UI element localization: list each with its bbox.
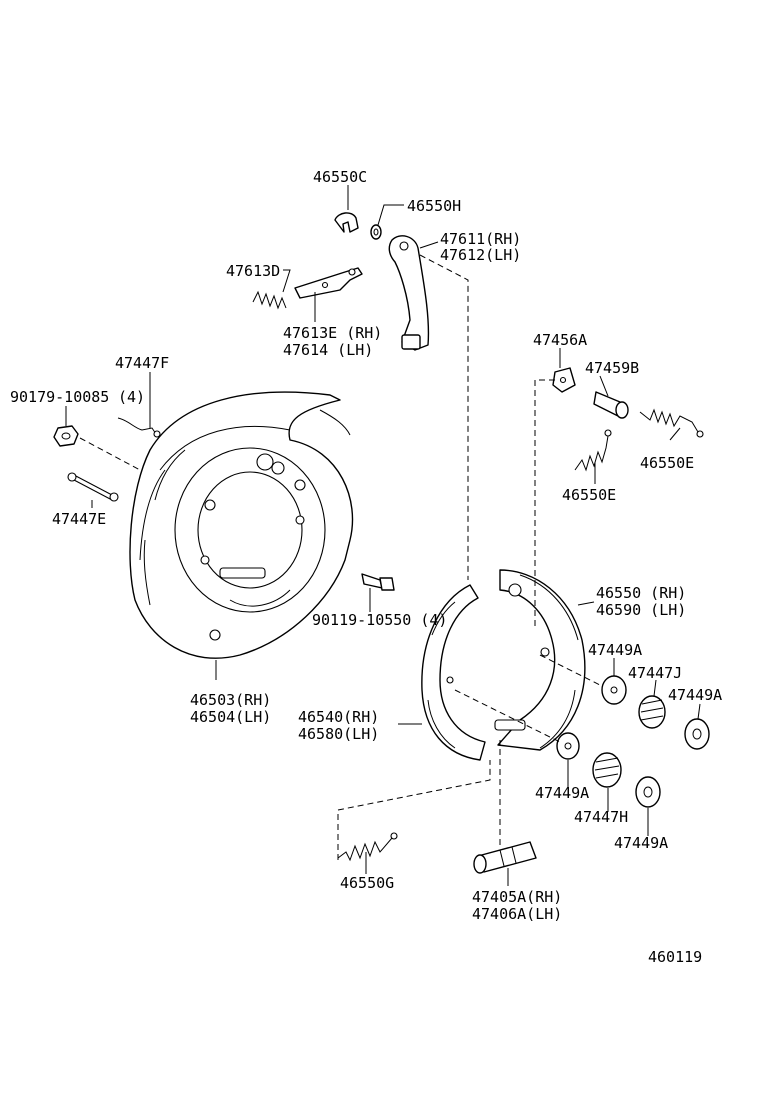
pin-47459b[interactable] bbox=[593, 391, 629, 419]
label-46590: 46590 (LH) bbox=[596, 601, 686, 619]
pin-47447e[interactable] bbox=[67, 472, 119, 502]
plate-47456a[interactable] bbox=[552, 367, 576, 393]
label-90179-qty: (4) bbox=[118, 388, 145, 406]
label-47449a-3: 47449A bbox=[535, 784, 589, 802]
brake-shoe[interactable] bbox=[421, 569, 586, 761]
leader-line bbox=[282, 269, 291, 293]
leader-line bbox=[577, 601, 595, 606]
label-47456a: 47456A bbox=[533, 331, 587, 349]
label-47447h: 47447H bbox=[574, 808, 628, 826]
label-90179-10085: 90179-10085 bbox=[10, 388, 109, 406]
label-46550: 46550 (RH) bbox=[596, 584, 686, 602]
label-46550c: 46550C bbox=[313, 168, 367, 186]
assembly-line bbox=[419, 254, 469, 580]
label-47447f: 47447F bbox=[115, 354, 169, 372]
assembly-line bbox=[534, 379, 555, 630]
cup-47449a-4[interactable] bbox=[635, 776, 661, 808]
strut-47613e[interactable] bbox=[294, 267, 363, 299]
cup-47449a-2[interactable] bbox=[684, 718, 710, 750]
nut-90179-10085[interactable] bbox=[53, 425, 79, 447]
spring-46550e-lower[interactable] bbox=[574, 429, 612, 472]
label-47447e: 47447E bbox=[52, 510, 106, 528]
clip-46550c[interactable] bbox=[334, 212, 359, 233]
backing-plate[interactable] bbox=[129, 391, 354, 659]
leader-line bbox=[377, 204, 404, 226]
label-46503: 46503(RH) bbox=[190, 691, 271, 709]
spring-47447h[interactable] bbox=[592, 752, 622, 788]
spring-46550g[interactable] bbox=[337, 832, 398, 862]
spring-47613d[interactable] bbox=[252, 290, 287, 310]
assembly-line bbox=[539, 654, 601, 686]
label-47614: 47614 (LH) bbox=[283, 341, 373, 359]
diagram-id: 460119 bbox=[648, 948, 702, 966]
leader-line bbox=[669, 427, 681, 441]
label-46550e-lower: 46550E bbox=[562, 486, 616, 504]
cup-47449a-1[interactable] bbox=[601, 675, 627, 705]
assembly-line bbox=[337, 760, 491, 860]
assembly-line bbox=[79, 437, 141, 471]
label-46550h: 46550H bbox=[407, 197, 461, 215]
washer-46550h[interactable] bbox=[370, 224, 382, 240]
leader-line bbox=[419, 241, 439, 249]
spring-47447j[interactable] bbox=[638, 695, 666, 729]
label-46504: 46504(LH) bbox=[190, 708, 271, 726]
label-47405a: 47405A(RH) bbox=[472, 888, 562, 906]
bolt-90119-10550[interactable] bbox=[361, 573, 395, 591]
label-47449a-1: 47449A bbox=[588, 641, 642, 659]
label-47613d: 47613D bbox=[226, 262, 280, 280]
label-47611: 47611(RH) bbox=[440, 230, 521, 248]
adjuster-47405a[interactable] bbox=[473, 841, 537, 874]
leader-line bbox=[653, 679, 657, 697]
label-90119-10550: 90119-10550 (4) bbox=[312, 611, 447, 629]
label-47449a-4: 47449A bbox=[614, 834, 668, 852]
label-47612: 47612(LH) bbox=[440, 246, 521, 264]
label-47449a-2: 47449A bbox=[668, 686, 722, 704]
label-47447j: 47447J bbox=[628, 664, 682, 682]
leader-line bbox=[599, 375, 609, 397]
leader-line bbox=[697, 703, 701, 720]
spring-46550e-upper[interactable] bbox=[639, 408, 704, 438]
cable-47447f[interactable] bbox=[117, 417, 161, 438]
parking-lever[interactable] bbox=[388, 235, 430, 351]
label-46550e-upper: 46550E bbox=[640, 454, 694, 472]
label-47613e: 47613E (RH) bbox=[283, 324, 382, 342]
label-46550g: 46550G bbox=[340, 874, 394, 892]
label-46540: 46540(RH) bbox=[298, 708, 379, 726]
cup-47449a-3[interactable] bbox=[556, 732, 580, 760]
label-47459b: 47459B bbox=[585, 359, 639, 377]
label-47406a: 47406A(LH) bbox=[472, 905, 562, 923]
label-46580: 46580(LH) bbox=[298, 725, 379, 743]
